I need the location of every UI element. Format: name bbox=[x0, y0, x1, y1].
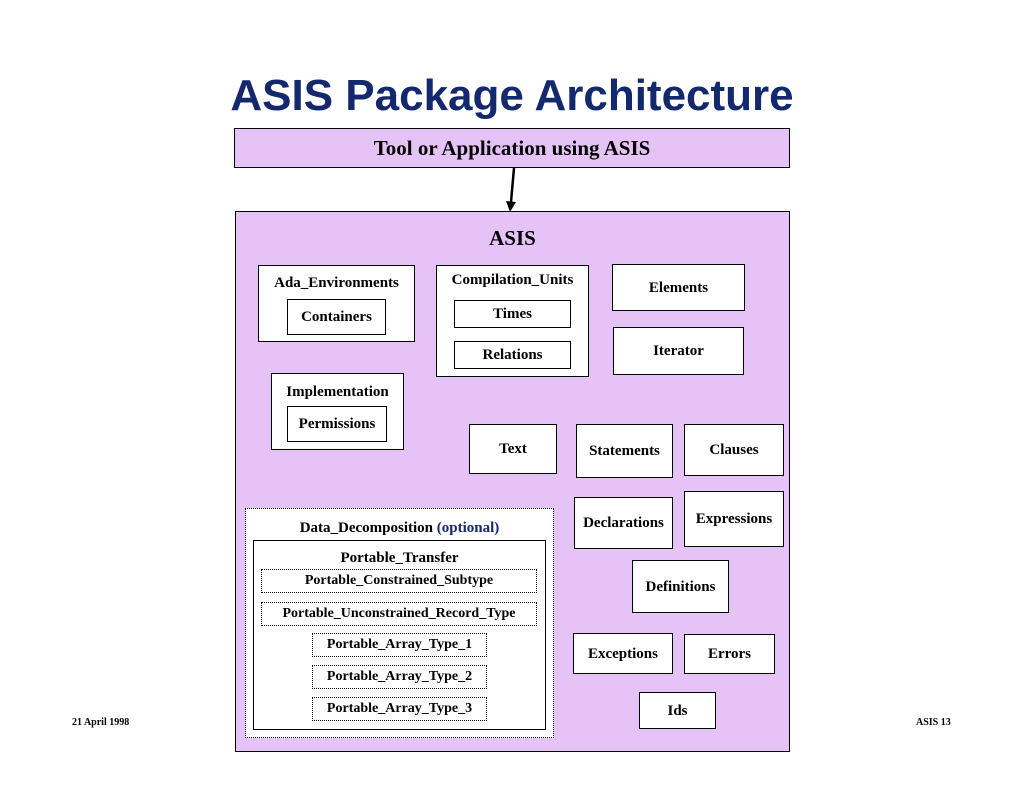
portable-unconstrained-record-type-box: Portable_Unconstrained_Record_Type bbox=[261, 602, 537, 626]
tool-application-box: Tool or Application using ASIS bbox=[234, 128, 790, 168]
portable-constrained-subtype-box: Portable_Constrained_Subtype bbox=[261, 569, 537, 593]
tool-application-label: Tool or Application using ASIS bbox=[373, 135, 651, 160]
portable-transfer-label: Portable_Transfer bbox=[340, 550, 459, 566]
times-box: Times bbox=[454, 300, 571, 328]
portable-array-type-2-box: Portable_Array_Type_2 bbox=[312, 665, 487, 689]
optional-label: (optional) bbox=[436, 520, 500, 536]
implementation-label: Implementation bbox=[286, 384, 389, 400]
data-decomposition-label: Data_Decomposition bbox=[299, 520, 434, 536]
portable-array-type-3-box: Portable_Array_Type_3 bbox=[312, 697, 487, 721]
ada-environments-label: Ada_Environments bbox=[274, 275, 399, 291]
arrow-tool-to-asis bbox=[506, 167, 516, 212]
expressions-box: Expressions bbox=[684, 491, 784, 547]
compilation-units-label: Compilation_Units bbox=[451, 272, 574, 288]
ids-box: Ids bbox=[639, 692, 716, 729]
iterator-box: Iterator bbox=[613, 327, 744, 375]
asis-label: ASIS bbox=[489, 226, 536, 250]
relations-box: Relations bbox=[454, 341, 571, 369]
footer-page: ASIS 13 bbox=[916, 717, 951, 728]
elements-box: Elements bbox=[612, 264, 745, 311]
containers-box: Containers bbox=[287, 299, 386, 335]
definitions-box: Definitions bbox=[632, 560, 729, 613]
footer-date: 21 April 1998 bbox=[72, 717, 130, 728]
declarations-box: Declarations bbox=[574, 497, 673, 549]
statements-box: Statements bbox=[576, 424, 673, 478]
clauses-box: Clauses bbox=[684, 424, 784, 476]
portable-array-type-1-box: Portable_Array_Type_1 bbox=[312, 633, 487, 657]
data-decomposition-title: Data_Decomposition (optional) bbox=[245, 519, 554, 537]
slide-title: ASIS Package Architecture bbox=[230, 71, 794, 120]
text-box: Text bbox=[469, 424, 557, 474]
errors-box: Errors bbox=[684, 634, 775, 674]
exceptions-box: Exceptions bbox=[573, 633, 673, 674]
permissions-box: Permissions bbox=[287, 406, 387, 442]
